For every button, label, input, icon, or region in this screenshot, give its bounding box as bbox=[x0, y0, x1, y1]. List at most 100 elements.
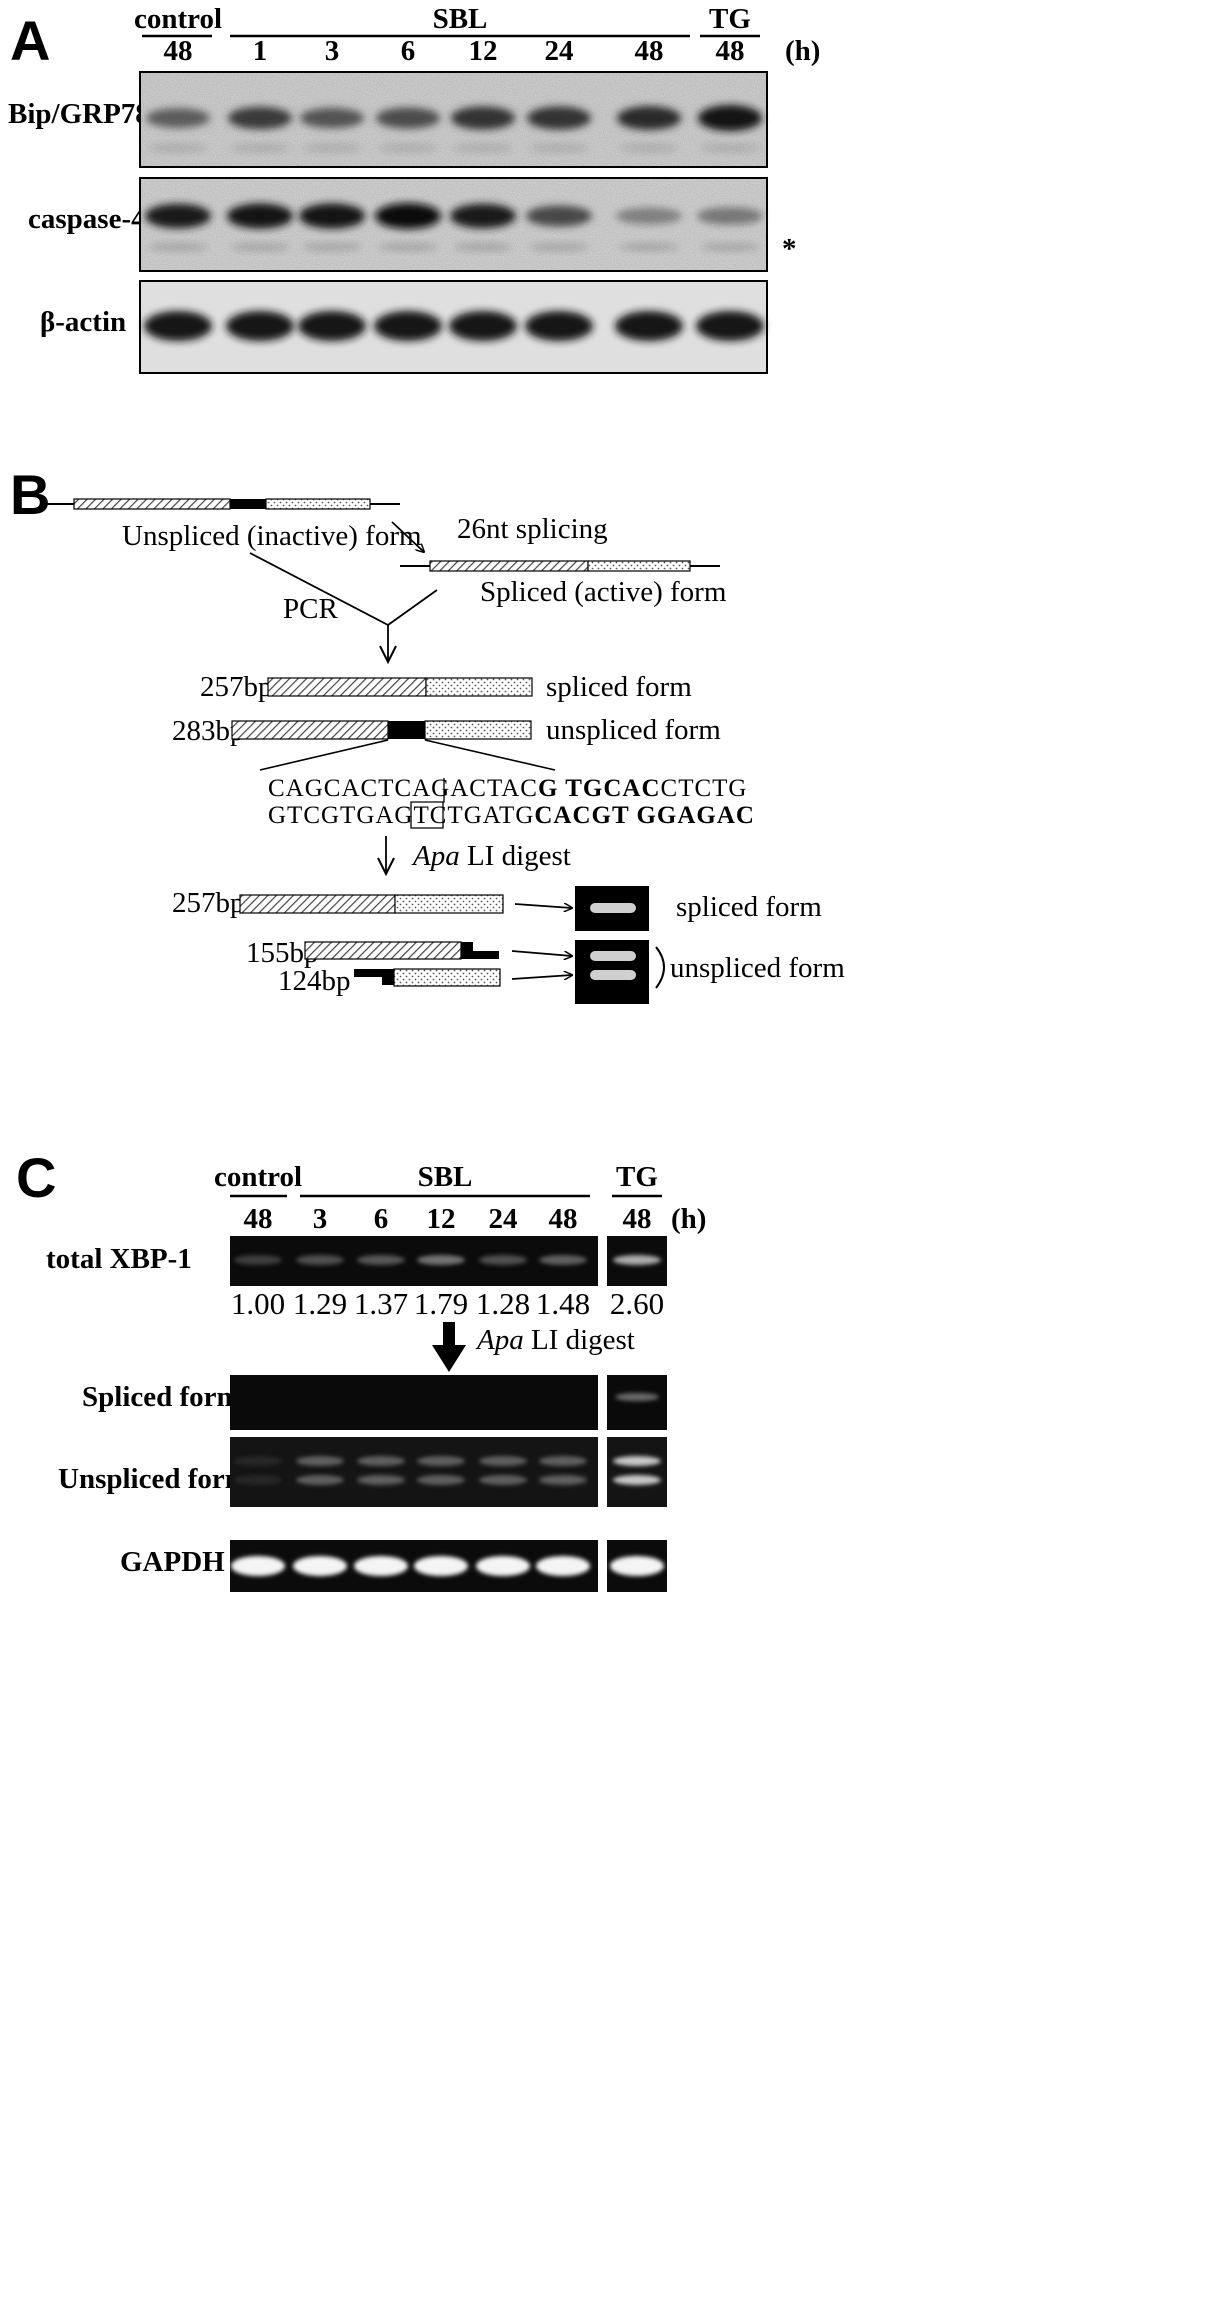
pcr-line bbox=[387, 589, 438, 626]
row-label-caspase4: caspase-4 bbox=[28, 203, 146, 235]
band-total-xbp1 bbox=[417, 1255, 465, 1265]
time-unit: (h) bbox=[785, 35, 820, 67]
spliced-form-label: Spliced (active) form bbox=[480, 576, 727, 608]
band-gapdh bbox=[476, 1556, 530, 1576]
exon-5prime bbox=[73, 498, 231, 510]
gel-unspliced-tg bbox=[607, 1437, 667, 1507]
band-unspliced-upper bbox=[296, 1456, 344, 1466]
group-label-tg: TG bbox=[709, 3, 751, 35]
asterisk: * bbox=[782, 233, 797, 265]
exon-3prime bbox=[587, 560, 691, 572]
quant-value: 1.00 bbox=[231, 1286, 285, 1321]
time-label: 48 bbox=[549, 1203, 578, 1235]
time-label: 6 bbox=[374, 1203, 389, 1235]
gel-spliced bbox=[230, 1375, 598, 1430]
group-label-control: control bbox=[134, 3, 222, 35]
quant-value: 1.28 bbox=[476, 1286, 530, 1321]
time-label: 48 bbox=[623, 1203, 652, 1235]
exon-5prime bbox=[429, 560, 589, 572]
band-actin bbox=[144, 311, 212, 341]
gel-unspliced bbox=[230, 1437, 598, 1507]
time-label: 24 bbox=[489, 1203, 518, 1235]
sequence-top: CAGCACTCAGACTACG TGCACCTCTG bbox=[268, 775, 747, 802]
arrow-to-gel bbox=[514, 904, 572, 908]
band-gapdh bbox=[536, 1556, 590, 1576]
band-unspliced-upper bbox=[234, 1456, 282, 1466]
quant-value: 1.37 bbox=[354, 1286, 408, 1321]
pcr-line bbox=[249, 552, 389, 626]
pcr-product-unspliced bbox=[231, 720, 389, 740]
band-gapdh bbox=[231, 1556, 285, 1576]
gel-spliced-label: spliced form bbox=[676, 891, 822, 923]
pcr-product-spliced bbox=[267, 677, 427, 697]
arrow-to-gel bbox=[511, 950, 572, 956]
band-gapdh bbox=[354, 1556, 408, 1576]
pcr-product-unspliced bbox=[424, 720, 532, 740]
fragment-overhang bbox=[461, 951, 499, 959]
digest-label: Apa LI digest bbox=[475, 1324, 635, 1356]
row-label-gapdh: GAPDH bbox=[120, 1546, 225, 1578]
gel-band bbox=[590, 951, 636, 961]
blot-texture bbox=[140, 72, 767, 167]
band-unspliced-lower bbox=[539, 1475, 587, 1485]
band-total-xbp1 bbox=[296, 1255, 344, 1265]
time-label: 12 bbox=[469, 35, 498, 67]
splicing-label: 26nt splicing bbox=[457, 513, 608, 545]
bracket bbox=[655, 946, 665, 989]
band-gapdh bbox=[414, 1556, 468, 1576]
time-label: 6 bbox=[401, 35, 416, 67]
gel-unspliced-label: unspliced form bbox=[670, 952, 845, 984]
band-actin bbox=[525, 311, 593, 341]
gel-total-xbp1 bbox=[230, 1236, 598, 1286]
sequence-bottom: GTCGTGAGTCTGATGCACGT GGAGAC bbox=[268, 802, 755, 829]
exon-3prime bbox=[265, 498, 371, 510]
time-unit: (h) bbox=[671, 1203, 706, 1235]
group-label-control: control bbox=[214, 1161, 302, 1193]
arrow-to-gel bbox=[511, 975, 572, 979]
band-unspliced-upper bbox=[357, 1456, 405, 1466]
panel-b-letter: B bbox=[10, 463, 50, 526]
quant-value: 1.79 bbox=[414, 1286, 468, 1321]
quant-value: 1.48 bbox=[536, 1286, 590, 1321]
band-total-xbp1 bbox=[234, 1255, 282, 1265]
intron-26nt bbox=[230, 499, 266, 509]
fragment-overhang bbox=[382, 977, 394, 985]
band-total-xbp1 bbox=[613, 1255, 661, 1265]
band-actin bbox=[615, 311, 683, 341]
band-actin bbox=[374, 311, 442, 341]
row-label-bip: Bip/GRP78 bbox=[8, 98, 150, 130]
group-label-tg: TG bbox=[616, 1161, 658, 1193]
band-unspliced-upper bbox=[479, 1456, 527, 1466]
quant-value: 2.60 bbox=[610, 1286, 664, 1321]
pcr-product-spliced bbox=[425, 677, 533, 697]
digest-product-spliced bbox=[394, 894, 504, 914]
band-unspliced-lower bbox=[296, 1475, 344, 1485]
panel-c-letter: C bbox=[16, 1146, 56, 1209]
band-unspliced-upper bbox=[539, 1456, 587, 1466]
digest-fragment-155 bbox=[304, 941, 462, 960]
digest-fragment-124 bbox=[393, 968, 501, 987]
spliced-form-text: spliced form bbox=[546, 671, 692, 703]
gel-spliced-tg bbox=[607, 1375, 667, 1430]
row-label-spliced: Spliced form bbox=[82, 1381, 241, 1413]
band-actin bbox=[696, 311, 764, 341]
apali-site-box bbox=[410, 778, 445, 829]
band-total-xbp1 bbox=[539, 1255, 587, 1265]
pcr-label: PCR bbox=[283, 593, 338, 625]
band-total-xbp1 bbox=[479, 1255, 527, 1265]
bp-257-label: 257bp bbox=[200, 671, 273, 703]
panel-b: B Unspliced (inactive) form 26nt splicin… bbox=[10, 463, 845, 1004]
band-unspliced-upper bbox=[417, 1456, 465, 1466]
band-unspliced-upper bbox=[613, 1456, 661, 1466]
quant-value: 1.29 bbox=[293, 1286, 347, 1321]
gel-band bbox=[590, 903, 636, 913]
band-unspliced-lower bbox=[417, 1475, 465, 1485]
band-unspliced-lower bbox=[613, 1475, 661, 1485]
band-unspliced-lower bbox=[357, 1475, 405, 1485]
band-gapdh bbox=[610, 1556, 664, 1576]
band-spliced bbox=[615, 1393, 659, 1401]
row-label-total-xbp1: total XBP-1 bbox=[46, 1243, 192, 1275]
band-actin bbox=[226, 311, 294, 341]
